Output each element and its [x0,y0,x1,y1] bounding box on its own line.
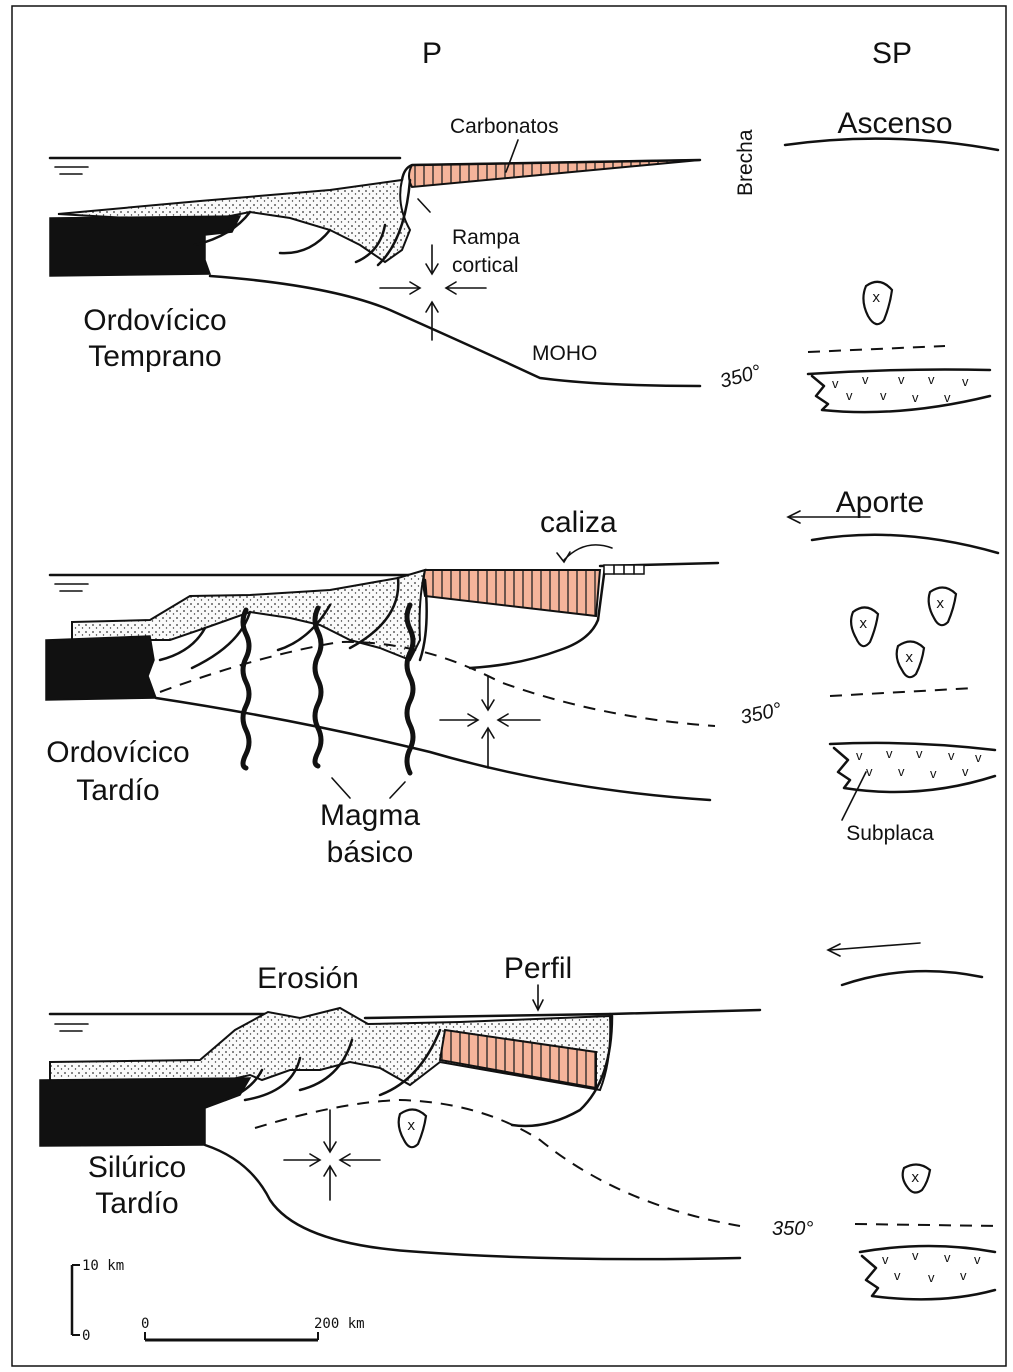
leader-line [332,778,350,798]
era-label-line2: Temprano [88,340,221,373]
erosion-label: Erosión [257,962,359,995]
subplaca-label: Subplaca [846,822,934,845]
leader-line [842,772,866,820]
aporte-label: Aporte [836,486,924,519]
arrow-left-icon [830,943,920,950]
magma-label-line2: básico [327,836,414,869]
moho-label: MOHO [532,342,597,365]
panel-late-ordovician: 350° caliza Ordovícico Tardío Magma bási… [46,486,998,869]
sp-surface-line [785,139,998,150]
sp-surface-line [842,971,982,985]
svg-text:v: v [930,766,937,781]
svg-text:v: v [975,750,982,765]
horizontal-scale-left-label: 0 [141,1316,149,1332]
ascenso-label: Ascenso [837,107,952,140]
carbonates-label: Carbonatos [450,115,559,138]
panel-early-ordovician: MOHO Carbonatos Rampa cortical Ordovícic… [50,107,998,412]
basement-block [46,636,156,700]
isotherm-line [255,1100,740,1226]
era-label-line1: Silúrico [88,1151,186,1184]
horizontal-scale-bar: 0 200 km [141,1316,365,1340]
brecha-label: Brecha [734,129,757,196]
basement-block [50,216,240,276]
svg-text:v: v [948,748,955,763]
svg-text:v: v [886,746,893,761]
svg-text:v: v [856,748,863,763]
vertical-scale-top-label: 10 km [82,1258,124,1274]
stress-arrows-icon [284,1110,380,1200]
svg-text:v: v [898,764,905,779]
svg-text:v: v [916,746,923,761]
svg-text:v: v [962,764,969,779]
svg-text:v: v [944,390,951,405]
isotherm-label: 350° [718,361,764,393]
svg-text:v: v [912,390,919,405]
svg-text:v: v [832,376,839,391]
perfil-label: Perfil [504,952,572,985]
svg-text:v: v [882,1252,889,1267]
era-label-line2: Tardío [76,774,159,807]
svg-text:v: v [962,374,969,389]
svg-text:v: v [846,388,853,403]
svg-text:v: v [862,372,869,387]
svg-text:x: x [407,1118,415,1134]
svg-text:v: v [960,1268,967,1283]
svg-text:v: v [898,372,905,387]
magma-dike [243,610,249,768]
era-label-line1: Ordovícico [83,304,226,337]
isotherm-line [830,688,975,696]
isotherm-line [808,346,945,352]
vertical-scale-bar: 10 km 0 [72,1258,124,1344]
isotherm-label: 350° [738,699,783,729]
isotherm-line [855,1224,1000,1226]
svg-text:v: v [880,388,887,403]
svg-text:x: x [872,290,880,306]
vertical-scale-bottom-label: 0 [82,1328,90,1344]
svg-text:v: v [944,1250,951,1265]
horizontal-scale-right-label: 200 km [314,1316,365,1332]
sp-surface-line [812,535,998,553]
column-header-p: P [422,37,442,70]
svg-text:x: x [859,616,867,632]
ramp-label-1: Rampa [452,226,520,249]
moho-boundary [156,698,710,800]
svg-text:v: v [974,1252,981,1267]
svg-text:v: v [928,372,935,387]
ramp-label-2: cortical [452,254,519,277]
era-label-line1: Ordovícico [46,736,189,769]
moho-boundary [205,1145,740,1259]
magma-label-line1: Magma [320,799,420,832]
svg-text:v: v [928,1270,935,1285]
carbonate-wedge [424,570,601,616]
svg-text:v: v [912,1248,919,1263]
era-label-line2: Tardío [95,1187,178,1220]
svg-text:x: x [905,650,913,666]
svg-text:x: x [911,1170,919,1186]
svg-text:v: v [866,764,873,779]
basement-block [40,1078,250,1146]
isotherm-label: 350° [772,1218,813,1240]
panel-late-silurian: 350° x Erosión Perfil Silúrico Tardío x … [40,943,1000,1299]
svg-text:x: x [936,596,944,612]
column-header-sp: SP [872,37,912,70]
svg-text:v: v [894,1268,901,1283]
subplate-top [830,743,995,750]
limestone-label: caliza [540,506,617,539]
